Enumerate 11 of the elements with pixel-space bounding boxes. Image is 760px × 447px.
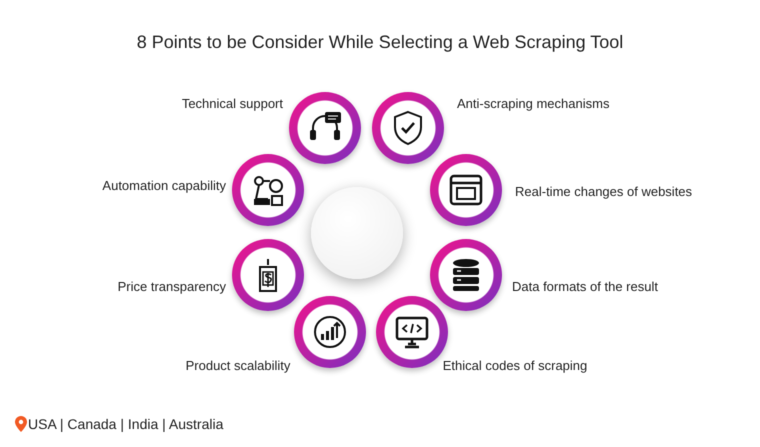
locations-text: USA | Canada | India | Australia — [28, 416, 224, 432]
point-label: Price transparency — [118, 279, 226, 294]
point-label: Anti-scraping mechanisms — [457, 96, 610, 111]
point-label: Data formats of the result — [512, 279, 658, 294]
point-label: Real-time changes of websites — [515, 184, 692, 199]
center-circle — [311, 187, 403, 279]
point-label: Technical support — [182, 96, 283, 111]
point-label: Automation capability — [102, 178, 226, 193]
title: 8 Points to be Consider While Selecting a Web Scraping Tool — [136, 32, 624, 53]
point-label: Ethical codes of scraping — [442, 358, 588, 373]
point-label: Product scalability — [186, 358, 290, 373]
